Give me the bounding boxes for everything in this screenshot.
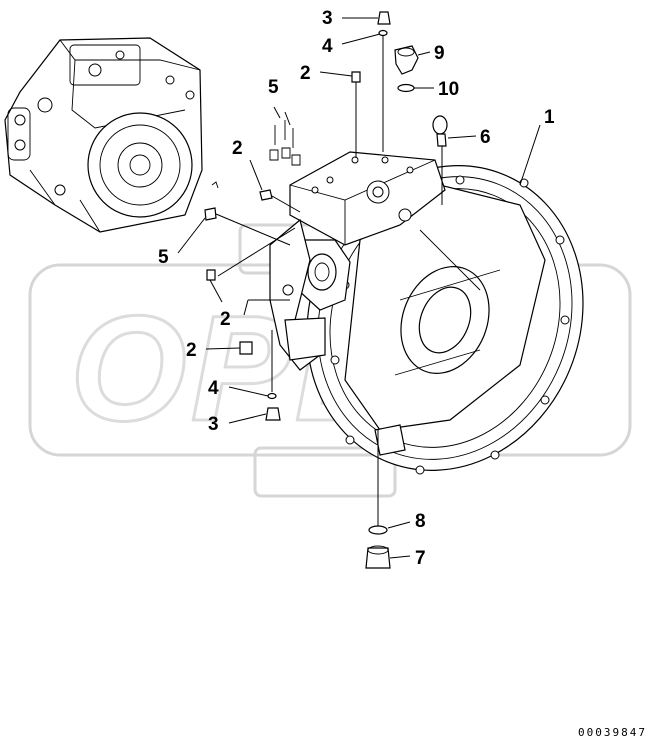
plug-2-top [351, 71, 361, 83]
eye-bolt-6 [432, 115, 448, 135]
pin-5-left [204, 207, 217, 221]
plug-2-lower [239, 341, 253, 355]
leader-lines [177, 17, 541, 559]
callout-2: 2 [300, 63, 311, 84]
cap-9 [394, 45, 419, 75]
main-pump-assembly [269, 151, 584, 475]
callout-10: 10 [438, 79, 459, 100]
drawing-number: 00039847 [578, 726, 647, 739]
pump-reference-view [4, 37, 203, 233]
plug-3-lower [265, 407, 281, 421]
callout-7: 7 [415, 548, 426, 569]
callout-labels: 1 2 2 2 2 3 3 4 4 5 5 6 7 8 9 10 [158, 8, 555, 569]
callout-8: 8 [415, 511, 426, 532]
callout-2: 2 [186, 340, 197, 361]
pins-5-upper [274, 120, 294, 148]
callout-4: 4 [322, 36, 333, 57]
callout-9: 9 [434, 43, 445, 64]
callout-3: 3 [208, 414, 219, 435]
callout-2: 2 [220, 309, 231, 330]
callout-4: 4 [208, 378, 219, 399]
callout-3: 3 [322, 8, 333, 29]
plug-2-left-mid [206, 269, 216, 281]
callout-5: 5 [158, 247, 169, 268]
callout-1: 1 [544, 107, 555, 128]
o-ring-10 [397, 83, 415, 93]
o-ring-8 [368, 525, 388, 535]
small-parts [204, 11, 448, 569]
o-ring-4-top [378, 29, 388, 37]
o-ring-4-lower [267, 392, 277, 400]
plug-7 [365, 547, 391, 569]
plug-2-left-upper [259, 189, 273, 201]
callout-5: 5 [268, 77, 279, 98]
callout-6: 6 [480, 127, 491, 148]
plug-3-top [377, 11, 391, 25]
callout-2: 2 [232, 138, 243, 159]
